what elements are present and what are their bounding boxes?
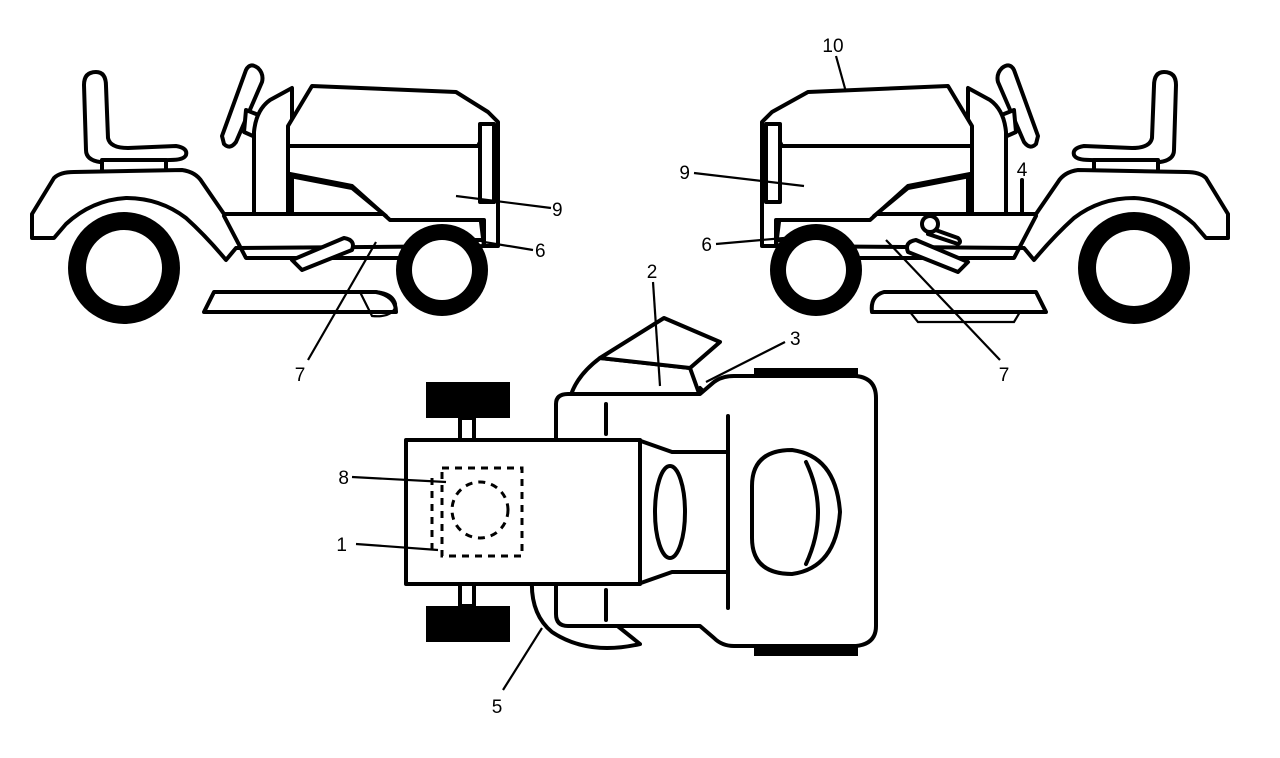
callout-8: 8 [338,468,349,489]
top-view-tractor [404,316,878,656]
callout-9-left: 9 [552,200,563,221]
callout-5: 5 [492,697,503,718]
leader-lines [307,55,1024,691]
callout-9-right: 9 [679,163,690,184]
callout-7-left: 7 [295,365,306,386]
callout-4: 4 [1017,160,1028,181]
callout-1: 1 [336,535,347,556]
callout-7-right: 7 [999,365,1010,386]
right-side-view-tractor [760,63,1230,324]
callout-2: 2 [647,262,658,283]
callout-3: 3 [790,329,801,350]
left-side-view-tractor [30,63,500,324]
callout-6-right: 6 [701,235,712,256]
callout-10: 10 [822,36,843,57]
callout-6-left: 6 [535,241,546,262]
callout-labels: 1 2 3 4 5 6 6 7 7 8 9 9 10 [295,36,1028,718]
